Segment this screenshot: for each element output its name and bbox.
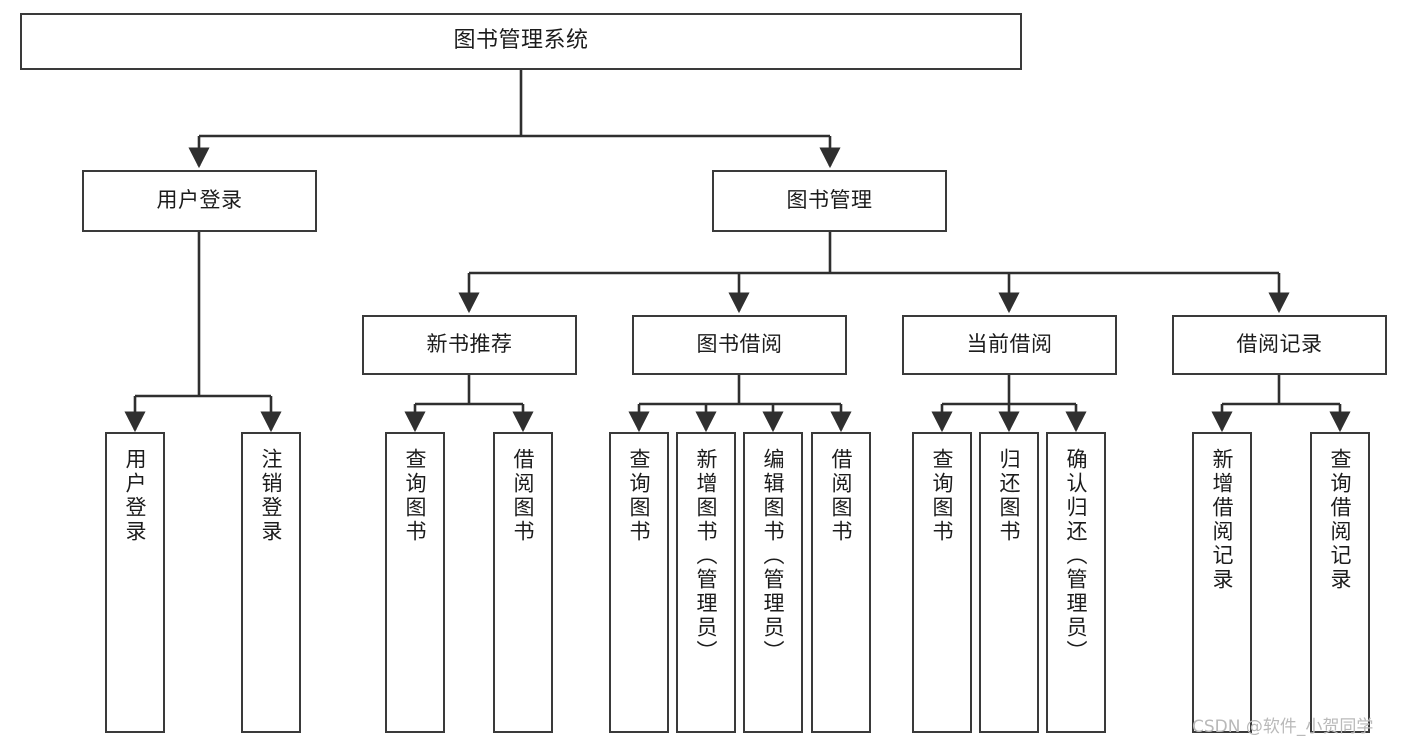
node-label: 新增借阅记录 <box>1210 448 1235 592</box>
node-label: 查询图书 <box>627 448 652 544</box>
node-label: 注销登录 <box>259 448 284 544</box>
leaf-query-book-new[interactable]: 查询图书 <box>385 432 445 733</box>
node-label: 归还图书 <box>997 448 1022 544</box>
leaf-user-login[interactable]: 用户登录 <box>105 432 165 733</box>
node-label: 用户登录 <box>123 448 148 544</box>
leaf-query-book-borrow[interactable]: 查询图书 <box>609 432 669 733</box>
node-book-management[interactable]: 图书管理 <box>712 170 947 232</box>
node-label: 编辑图书（管理员） <box>761 448 786 664</box>
node-label: 查询图书 <box>930 448 955 544</box>
node-book-borrow[interactable]: 图书借阅 <box>632 315 847 375</box>
node-label: 图书管理系统 <box>453 28 589 54</box>
leaf-add-borrow-record[interactable]: 新增借阅记录 <box>1192 432 1252 733</box>
leaf-add-book-admin[interactable]: 新增图书（管理员） <box>676 432 736 733</box>
node-label: 图书借阅 <box>696 332 783 357</box>
leaf-confirm-return-admin[interactable]: 确认归还（管理员） <box>1046 432 1106 733</box>
node-label: 图书管理 <box>786 188 873 213</box>
node-label: 借阅记录 <box>1236 332 1323 357</box>
node-label: 新书推荐 <box>426 332 513 357</box>
node-label: 查询图书 <box>403 448 428 544</box>
leaf-return-book[interactable]: 归还图书 <box>979 432 1039 733</box>
node-borrow-record[interactable]: 借阅记录 <box>1172 315 1387 375</box>
node-new-book-recommend[interactable]: 新书推荐 <box>362 315 577 375</box>
leaf-logout[interactable]: 注销登录 <box>241 432 301 733</box>
node-label: 查询借阅记录 <box>1328 448 1353 592</box>
node-label: 用户登录 <box>156 188 243 213</box>
node-label: 确认归还（管理员） <box>1064 448 1089 664</box>
leaf-edit-book-admin[interactable]: 编辑图书（管理员） <box>743 432 803 733</box>
node-label: 借阅图书 <box>511 448 536 544</box>
leaf-borrow-book[interactable]: 借阅图书 <box>811 432 871 733</box>
node-label: 借阅图书 <box>829 448 854 544</box>
leaf-query-borrow-record[interactable]: 查询借阅记录 <box>1310 432 1370 733</box>
leaf-query-book-current[interactable]: 查询图书 <box>912 432 972 733</box>
node-label: 当前借阅 <box>966 332 1053 357</box>
node-current-borrow[interactable]: 当前借阅 <box>902 315 1117 375</box>
node-root-system[interactable]: 图书管理系统 <box>20 13 1022 70</box>
node-user-login[interactable]: 用户登录 <box>82 170 317 232</box>
leaf-borrow-book-new[interactable]: 借阅图书 <box>493 432 553 733</box>
node-label: 新增图书（管理员） <box>694 448 719 664</box>
